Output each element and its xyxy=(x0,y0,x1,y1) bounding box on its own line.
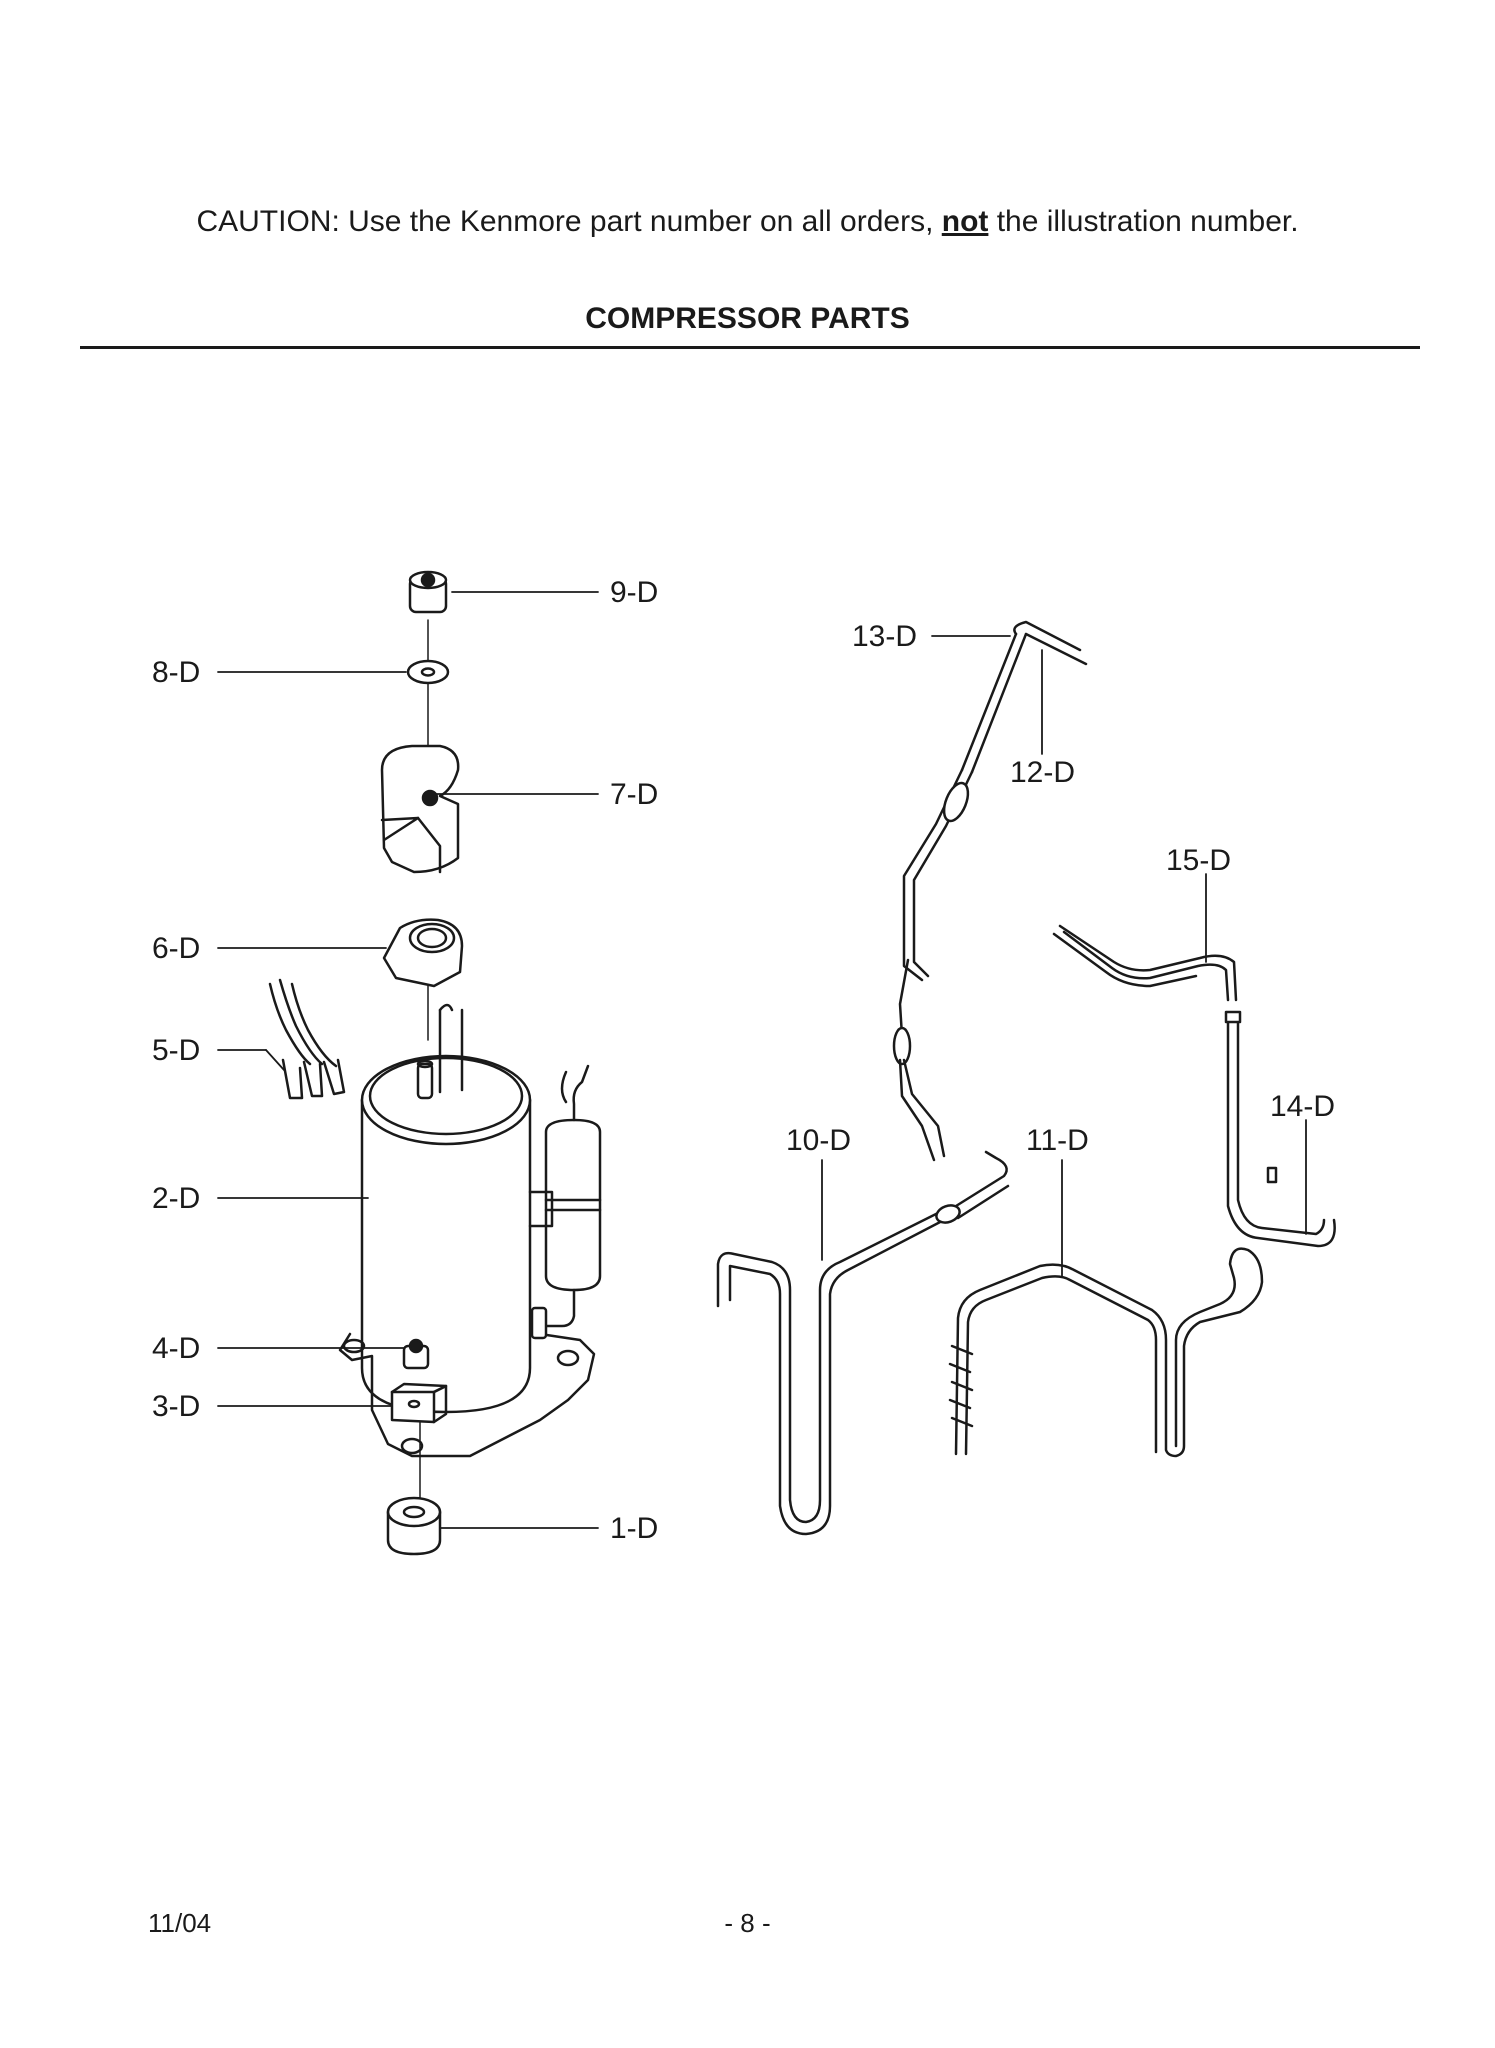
part-7d-terminal-cover xyxy=(380,744,460,874)
label-3d: 3-D xyxy=(152,1390,200,1423)
tube-assembly-12d-13d xyxy=(892,620,1088,1162)
label-10d: 10-D xyxy=(786,1124,851,1157)
label-15d: 15-D xyxy=(1166,844,1231,877)
label-1d: 1-D xyxy=(610,1512,658,1545)
footer-date: 11/04 xyxy=(148,1908,212,1938)
label-14d: 14-D xyxy=(1270,1090,1335,1123)
label-6d: 6-D xyxy=(152,932,200,965)
part-6d-gasket xyxy=(382,918,464,988)
label-2d: 2-D xyxy=(152,1182,200,1215)
accumulator xyxy=(528,1064,602,1340)
tube-11d xyxy=(948,1247,1264,1458)
caution-notice: CAUTION: Use the Kenmore part number on … xyxy=(0,205,1495,239)
part-9d-nut xyxy=(408,570,448,614)
label-12d: 12-D xyxy=(1010,756,1075,789)
label-13d: 13-D xyxy=(852,620,917,653)
part-1d-foot xyxy=(386,1496,442,1556)
label-7d: 7-D xyxy=(610,778,658,811)
label-8d: 8-D xyxy=(152,656,200,689)
part-5d-lead-wire xyxy=(268,978,346,1100)
part-2d-compressor-body xyxy=(338,1003,596,1458)
caution-prefix: CAUTION: Use the Kenmore part number on … xyxy=(196,205,942,238)
tube-14d-15d xyxy=(1052,924,1336,1248)
section-title: COMPRESSOR PARTS xyxy=(585,302,910,335)
tube-10d xyxy=(716,1150,1010,1536)
title-rule xyxy=(80,346,1420,349)
label-4d: 4-D xyxy=(152,1332,200,1365)
label-11d: 11-D xyxy=(1026,1124,1089,1157)
footer-page-number: - 8 - xyxy=(724,1908,771,1938)
label-9d: 9-D xyxy=(610,576,658,609)
caution-emphasis: not xyxy=(941,205,989,238)
part-8d-washer xyxy=(406,659,450,685)
label-5d: 5-D xyxy=(152,1034,200,1067)
caution-suffix: the illustration number. xyxy=(988,205,1299,238)
